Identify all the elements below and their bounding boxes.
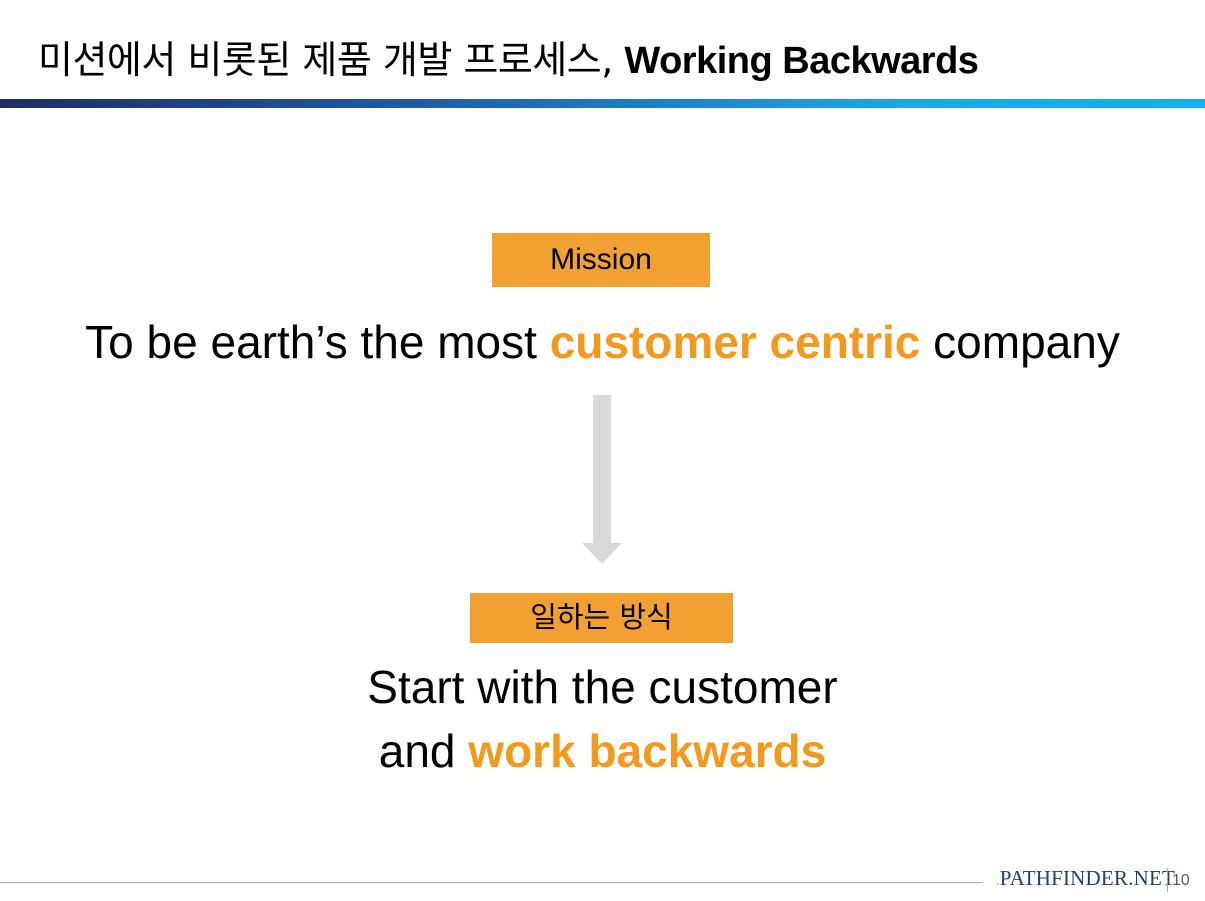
pathfinder-logo: .PATHFINDER.NET	[996, 866, 1175, 891]
down-arrow-icon	[582, 395, 622, 564]
mission-tag: Mission	[492, 233, 710, 287]
slide-title: 미션에서 비롯된 제품 개발 프로세스, Working Backwards	[38, 34, 979, 87]
way-of-working-line2-before: and	[378, 725, 456, 777]
way-of-working-line2-accent: work backwards	[468, 725, 827, 777]
mission-statement-after: company	[933, 316, 1120, 368]
mission-statement-before: To be earth’s the most	[85, 316, 537, 368]
logo-text: PATHFINDER.NET	[999, 866, 1175, 890]
page-number-divider	[1167, 868, 1168, 892]
way-of-working-line1: Start with the customer	[367, 661, 838, 713]
logo-dot-icon: .	[996, 874, 1000, 889]
page-number: 10	[1172, 872, 1190, 889]
mission-statement: To be earth’s the most customer centric …	[0, 313, 1205, 371]
title-korean: 미션에서 비롯된 제품 개발 프로세스,	[38, 38, 613, 82]
title-gradient-bar	[0, 99, 1205, 108]
way-of-working-line2: and work backwards	[0, 722, 1205, 780]
mission-statement-accent: customer centric	[549, 316, 921, 368]
footer-divider	[0, 882, 982, 883]
way-of-working-tag: 일하는 방식	[470, 593, 733, 643]
title-english: Working Backwards	[624, 40, 979, 82]
